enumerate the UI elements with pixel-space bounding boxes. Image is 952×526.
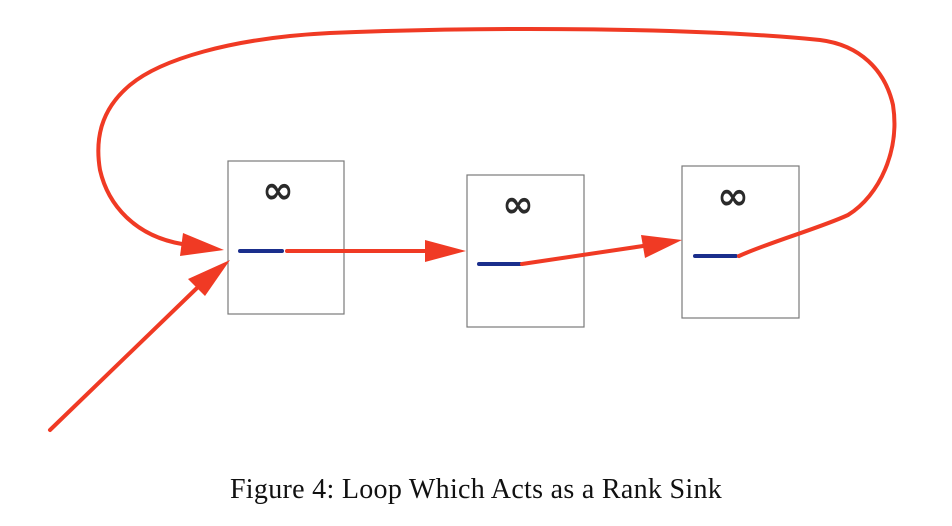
edge-loop-node3-to-node1	[96, 26, 897, 258]
edge-incoming-node1	[48, 260, 230, 432]
figure-caption: Figure 4: Loop Which Acts as a Rank Sink	[229, 474, 723, 505]
arrowhead-incoming-node1	[188, 260, 230, 296]
arrowhead-node2	[425, 240, 466, 262]
arrowhead-node3	[641, 235, 682, 258]
node-1: ∞	[227, 160, 345, 315]
node-2-box	[466, 174, 585, 328]
node-1-label: ∞	[262, 168, 294, 212]
node-3: ∞	[681, 165, 800, 319]
edge-incoming-line	[48, 285, 200, 432]
node-3-label: ∞	[717, 174, 749, 218]
edge-node1-to-node2	[285, 240, 466, 262]
edge-node2-to-node3	[520, 235, 682, 266]
edge-loop-line	[96, 26, 897, 258]
edge-node2-to-node3-line	[520, 244, 645, 266]
node-2-label: ∞	[502, 182, 534, 226]
node-2: ∞	[466, 174, 585, 328]
node-1-box	[227, 160, 345, 315]
arrowhead-loop-node1	[180, 233, 224, 256]
